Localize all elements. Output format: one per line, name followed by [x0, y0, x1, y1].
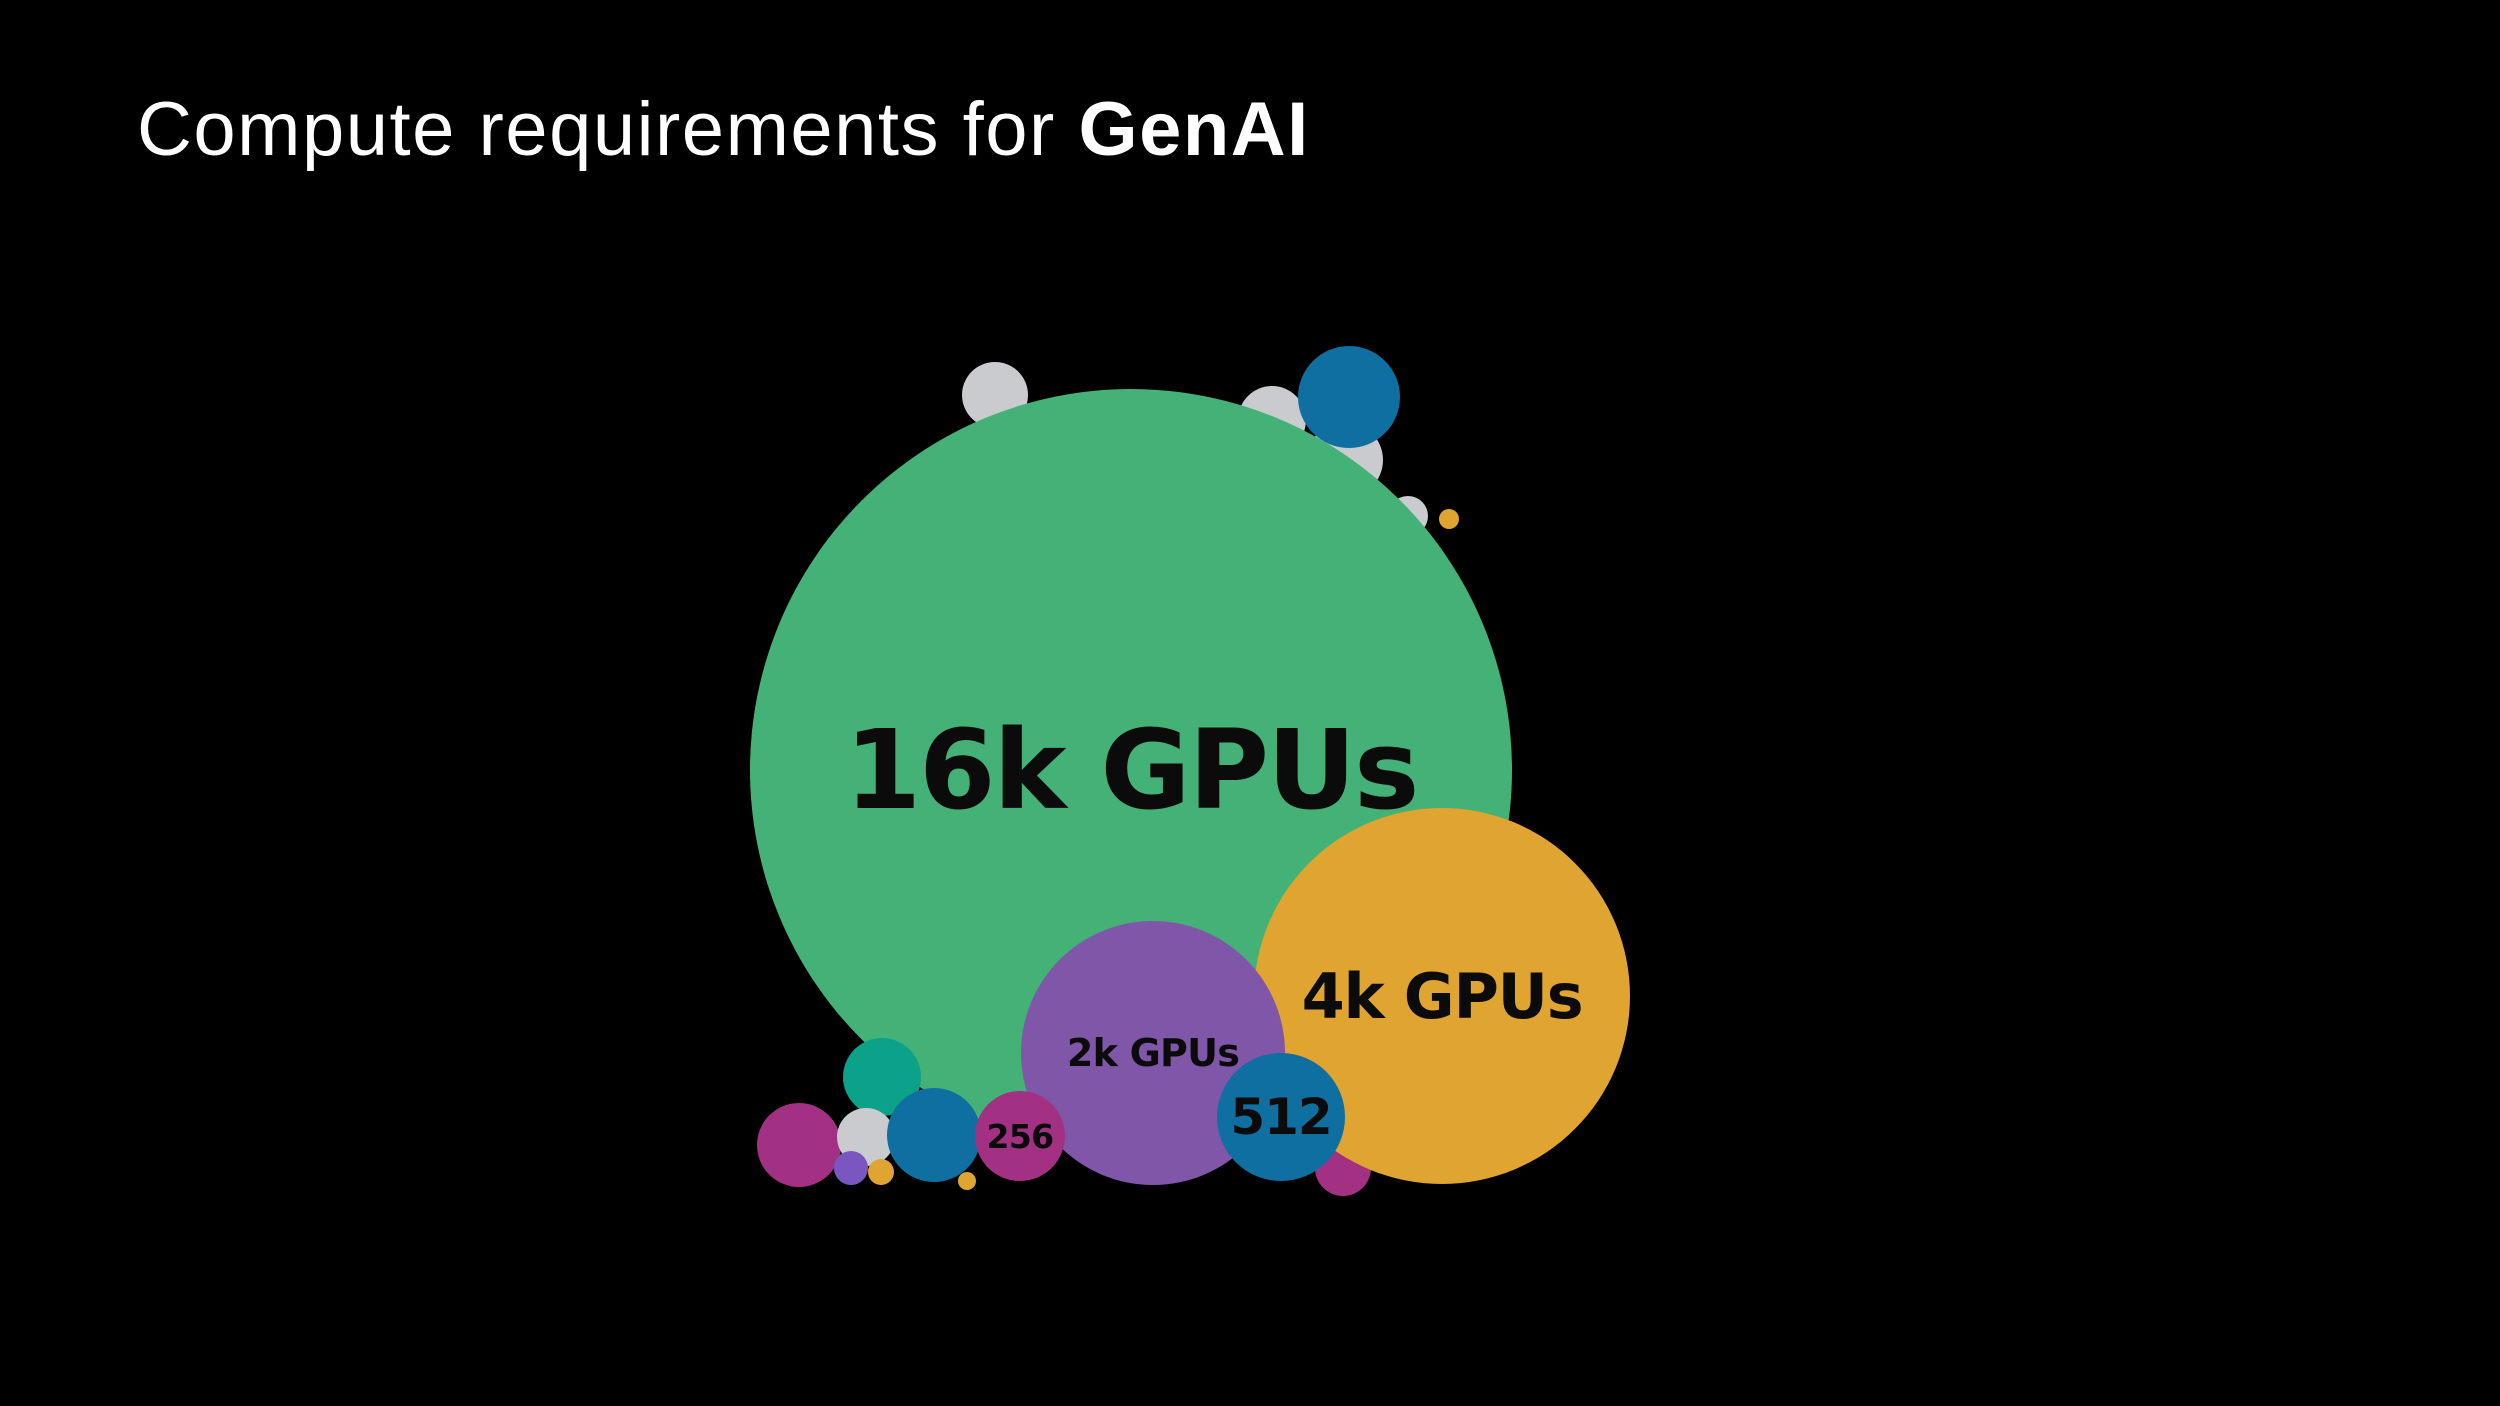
bubble-16k-gpus: 16k GPUs	[750, 389, 1512, 1151]
decor-magenta-left	[757, 1103, 841, 1187]
decor-amber-dot-bottom	[958, 1172, 976, 1190]
bubble-512: 512	[1217, 1053, 1345, 1181]
slide-title-regular: Compute requirements for	[137, 87, 1079, 172]
slide-title: Compute requirements for GenAI	[137, 92, 1310, 168]
slide-title-bold: GenAI	[1078, 87, 1310, 172]
decor-amber-small	[868, 1159, 894, 1185]
decor-amber-dot-top	[1439, 509, 1459, 529]
decor-blue-bottom	[887, 1088, 981, 1182]
decor-violet-small	[834, 1151, 868, 1185]
bubble-512-label: 512	[1230, 1088, 1332, 1146]
bubble-4k-gpus-label: 4k GPUs	[1301, 959, 1584, 1033]
bubble-16k-gpus-label: 16k GPUs	[844, 706, 1420, 834]
decor-blue-top	[1298, 346, 1400, 448]
bubble-2k-gpus-label: 2k GPUs	[1066, 1031, 1240, 1075]
bubble-256-label: 256	[986, 1116, 1055, 1156]
bubble-256: 256	[975, 1091, 1065, 1181]
